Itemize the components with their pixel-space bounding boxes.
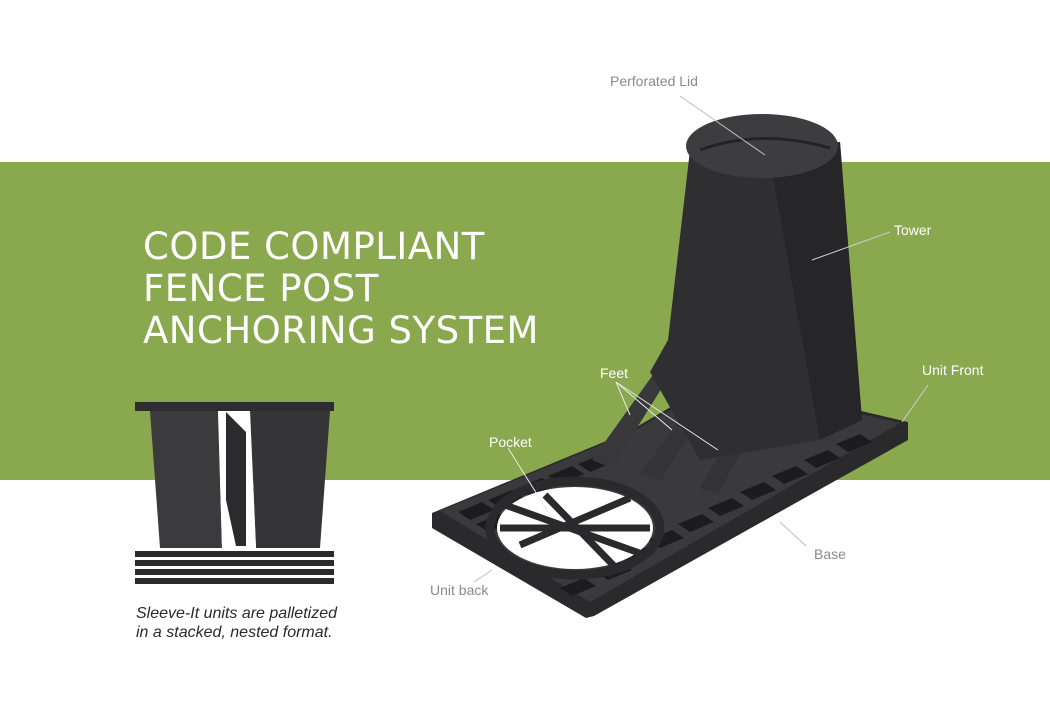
leader-feet-2: [615, 381, 673, 431]
label-base: Base: [814, 546, 846, 562]
caption-line-2: in a stacked, nested format.: [136, 624, 333, 641]
nested-stack-illustration: [135, 402, 334, 584]
leader-unit-front: [901, 384, 929, 423]
stack-base-1: [135, 551, 334, 557]
leader-lid: [679, 95, 766, 156]
headline-line-1: CODE COMPLIANT: [143, 225, 485, 268]
lid-slot: [699, 137, 831, 152]
label-pocket: Pocket: [489, 434, 532, 450]
tower-lid: [686, 114, 838, 178]
headline: CODE COMPLIANT FENCE POST ANCHORING SYST…: [143, 226, 539, 352]
headline-line-3: ANCHORING SYSTEM: [143, 309, 539, 352]
stack-caption: Sleeve-It units are palletized in a stac…: [136, 604, 337, 642]
stack-top-plate: [135, 402, 334, 411]
label-feet: Feet: [600, 365, 629, 381]
stack-right-tower: [250, 411, 330, 548]
stack-nested-edge: [226, 412, 246, 546]
leader-base: [779, 521, 807, 547]
pocket-ring: [485, 476, 665, 580]
label-unit-back: Unit back: [430, 582, 489, 598]
foot-1: [592, 372, 668, 468]
tower-shade: [770, 142, 862, 440]
label-unit-front: Unit Front: [922, 362, 984, 378]
leader-lines: [473, 95, 929, 583]
pocket-cross: [500, 492, 650, 570]
leader-feet-1: [615, 381, 631, 416]
stack-base-3: [135, 569, 334, 575]
caption-line-1: Sleeve-It units are palletized: [136, 605, 337, 622]
leader-feet-3: [615, 381, 719, 451]
stack-base-2: [135, 560, 334, 566]
stack-left-tower: [150, 411, 222, 548]
sleeve-it-unit: [432, 114, 908, 618]
headline-line-2: FENCE POST: [143, 267, 379, 310]
leader-pocket: [507, 447, 553, 519]
label-tower: Tower: [894, 222, 932, 238]
stack-base-4: [135, 578, 334, 584]
leader-unit-back: [473, 569, 493, 583]
leader-tower: [811, 231, 891, 261]
label-perforated-lid: Perforated Lid: [610, 73, 698, 89]
